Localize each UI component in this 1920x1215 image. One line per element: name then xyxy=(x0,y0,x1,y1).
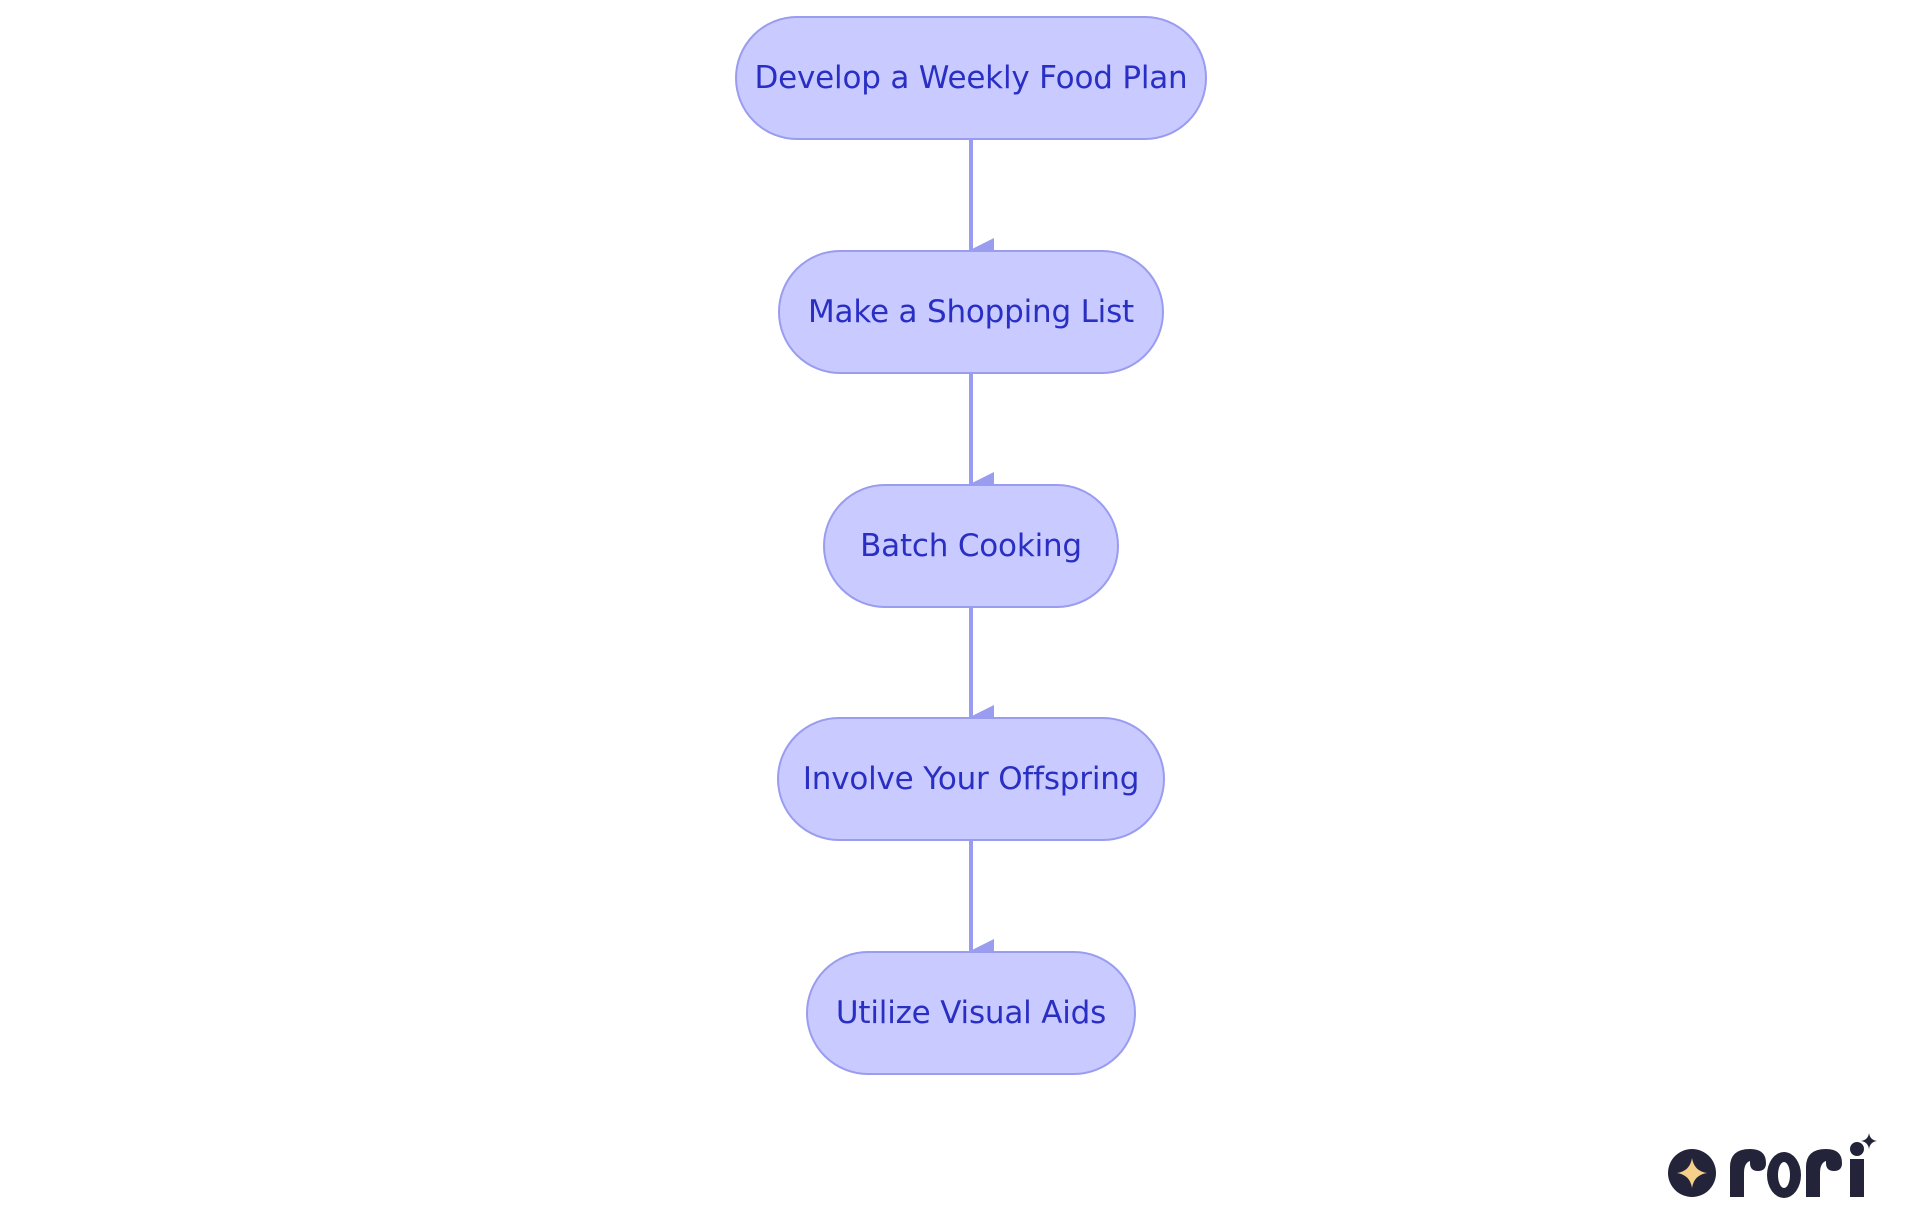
flow-node-utilize-visual-aids: Utilize Visual Aids xyxy=(806,951,1136,1075)
logo-wordmark xyxy=(1730,1133,1877,1198)
flow-node-batch-cooking: Batch Cooking xyxy=(823,484,1119,608)
flow-node-develop-weekly-food-plan: Develop a Weekly Food Plan xyxy=(735,16,1207,140)
rori-logo xyxy=(1668,1133,1877,1198)
sparkle-icon xyxy=(1668,1149,1716,1197)
flow-node-make-shopping-list: Make a Shopping List xyxy=(778,250,1164,374)
flow-node-involve-your-offspring: Involve Your Offspring xyxy=(777,717,1165,841)
